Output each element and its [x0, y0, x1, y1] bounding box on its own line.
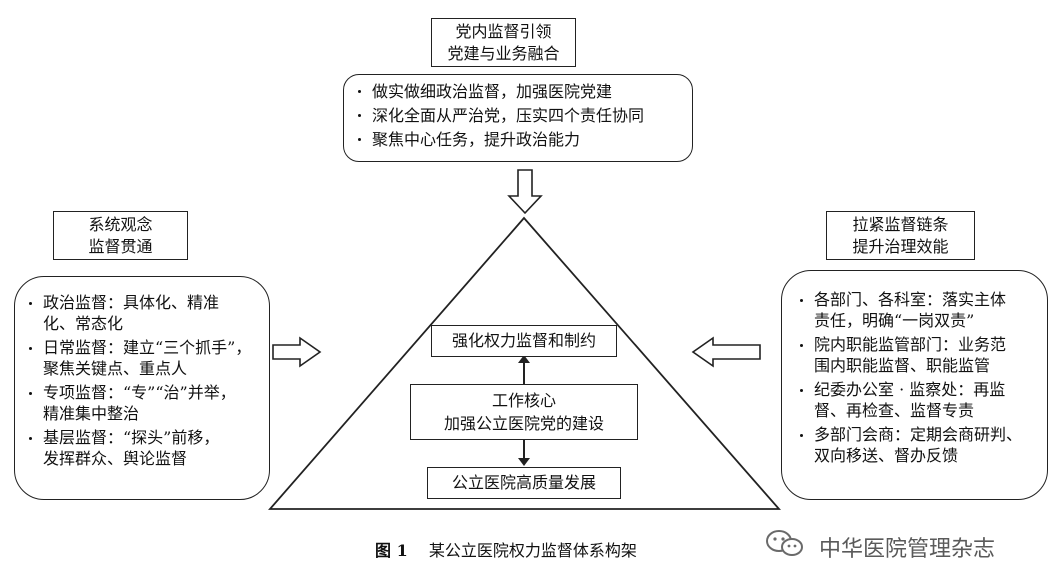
right-item: 纪委办公室 · 监察处：再监督、再检查、监督专责	[800, 379, 1043, 421]
left-hollow-arrow	[272, 336, 322, 368]
figure-caption: 图 1 某公立医院权力监督体系构架	[375, 537, 637, 561]
top-item: 做实做细政治监督，加强医院党建	[358, 80, 682, 104]
top-hollow-arrow	[507, 169, 543, 215]
upper-inner-label: 强化权力监督和制约	[451, 331, 596, 350]
right-item: 多部门会商：定期会商研判、双向移送、督办反馈	[800, 424, 1043, 466]
core-inner-box: 工作核心 加强公立医院党的建设	[410, 384, 638, 440]
upper-inner-box: 强化权力监督和制约	[431, 325, 617, 357]
right-title-line2: 提升治理效能	[852, 237, 949, 256]
lower-arrowhead	[518, 458, 530, 466]
core-subtitle: 加强公立医院党的建设	[443, 414, 604, 433]
top-title-line1: 党内监督引领	[455, 22, 552, 41]
left-item: 日常监督：建立“三个抓手”，聚焦关键点、重点人	[29, 337, 263, 379]
right-title-box: 拉紧监督链条 提升治理效能	[826, 211, 975, 260]
right-item-list: 各部门、各科室：落实主体责任，明确“一岗双责” 院内职能监管部门：业务范围内职能…	[800, 289, 1043, 466]
top-item-list: 做实做细政治监督，加强医院党建 深化全面从严治党，压实四个责任协同 聚焦中心任务…	[358, 80, 682, 152]
left-item-list: 政治监督：具体化、精准化、常态化 日常监督：建立“三个抓手”，聚焦关键点、重点人…	[29, 292, 263, 469]
left-content-box: 政治监督：具体化、精准化、常态化 日常监督：建立“三个抓手”，聚焦关键点、重点人…	[14, 276, 270, 500]
wechat-icon	[764, 528, 806, 566]
right-item: 各部门、各科室：落实主体责任，明确“一岗双责”	[800, 289, 1043, 331]
right-hollow-arrow	[691, 336, 761, 368]
left-title-line1: 系统观念	[88, 215, 153, 234]
watermark-text: 中华医院管理杂志	[819, 537, 996, 562]
core-title: 工作核心	[491, 391, 556, 410]
left-item: 政治监督：具体化、精准化、常态化	[29, 292, 263, 334]
top-item: 聚焦中心任务，提升政治能力	[358, 128, 682, 152]
pyramid-triangle	[268, 216, 781, 510]
lower-inner-label: 公立医院高质量发展	[451, 473, 596, 492]
lower-inner-box: 公立医院高质量发展	[427, 467, 621, 499]
left-title-box: 系统观念 监督贯通	[53, 211, 188, 260]
top-content-box: 做实做细政治监督，加强医院党建 深化全面从严治党，压实四个责任协同 聚焦中心任务…	[343, 74, 693, 162]
caption-text: 某公立医院权力监督体系构架	[428, 541, 637, 560]
upper-arrowhead	[518, 355, 530, 363]
left-title-line2: 监督贯通	[88, 237, 153, 256]
right-content-box: 各部门、各科室：落实主体责任，明确“一岗双责” 院内职能监管部门：业务范围内职能…	[781, 270, 1048, 500]
caption-label: 图 1	[375, 541, 408, 560]
top-title-box: 党内监督引领 党建与业务融合	[431, 18, 576, 67]
left-item: 专项监督：“专”“治”并举，精准集中整治	[29, 382, 263, 424]
watermark: 中华医院管理杂志	[764, 528, 995, 566]
left-item: 基层监督：“探头”前移，发挥群众、舆论监督	[29, 427, 263, 469]
top-item: 深化全面从严治党，压实四个责任协同	[358, 104, 682, 128]
right-title-line1: 拉紧监督链条	[852, 215, 949, 234]
right-item: 院内职能监管部门：业务范围内职能监督、职能监管	[800, 334, 1043, 376]
top-title-line2: 党建与业务融合	[447, 44, 560, 63]
